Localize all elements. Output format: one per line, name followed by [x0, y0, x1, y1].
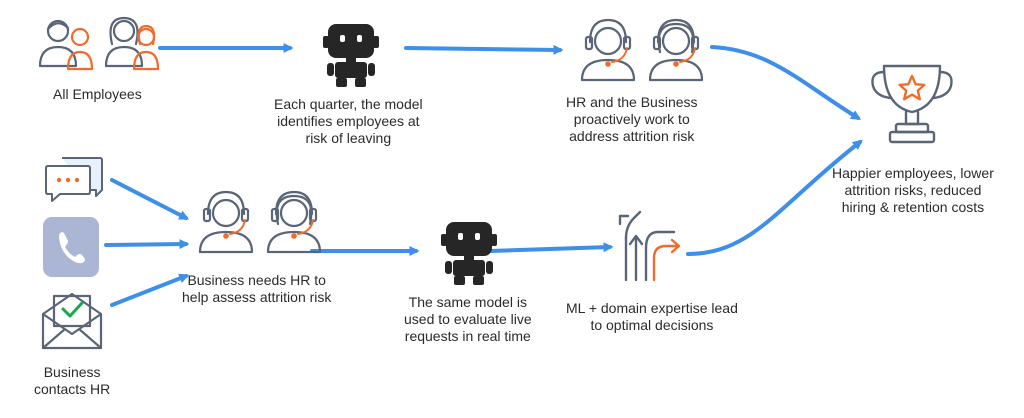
outcome-label: Happier employees, lower attrition risks… — [832, 165, 994, 216]
label-line: Business needs HR to — [187, 272, 326, 288]
hr-business-bottom-label: Business needs HR to help assess attriti… — [182, 272, 331, 306]
envelope-check-icon — [41, 292, 103, 350]
headset-agents-icon — [580, 18, 704, 82]
label-line: used to evaluate live — [404, 311, 532, 327]
label-line: Happier employees, lower — [832, 165, 994, 181]
robot-icon — [323, 24, 379, 87]
business-contacts-hr-label: Business contacts HR — [34, 364, 110, 398]
arrow-email-to-hr — [110, 273, 190, 307]
phone-icon — [43, 217, 99, 277]
arrow-chat-to-hr — [110, 178, 190, 220]
all-employees-label: All Employees — [53, 86, 142, 103]
robot-icon — [441, 222, 497, 285]
chat-bubbles-icon — [45, 157, 103, 202]
arrow-phone-to-hr — [104, 239, 190, 250]
trophy-icon — [871, 64, 953, 144]
arrow-model-to-decisions — [488, 242, 614, 253]
label-line: All Employees — [53, 86, 142, 102]
arrow-decisions-to-outcome — [686, 139, 863, 256]
employees-icon — [38, 16, 160, 71]
label-line: to optimal decisions — [590, 317, 714, 333]
hr-business-top-label: HR and the Business proactively work to … — [566, 94, 698, 145]
label-line: requests in real time — [404, 328, 531, 344]
label-line: The same model is — [408, 294, 527, 310]
label-line: Each quarter, the model — [274, 96, 423, 112]
model-realtime-label: The same model is used to evaluate live … — [404, 294, 532, 345]
model-quarterly-label: Each quarter, the model identifies emplo… — [274, 96, 423, 147]
label-line: help assess attrition risk — [182, 289, 332, 305]
decision-arrows-icon — [618, 210, 681, 282]
label-line: HR and the Business — [566, 94, 698, 110]
label-line: proactively work to — [573, 111, 690, 127]
label-line: contacts HR — [34, 381, 111, 397]
label-line: identifies employees at — [277, 113, 420, 129]
label-line: address attrition risk — [569, 128, 695, 144]
label-line: risk of leaving — [305, 130, 392, 146]
label-line: attrition risks, reduced — [844, 182, 982, 198]
decisions-label: ML + domain expertise lead to optimal de… — [566, 300, 738, 334]
arrow-hr-to-outcome — [710, 45, 861, 120]
label-line: Business — [43, 364, 101, 380]
headset-agents-icon — [198, 190, 322, 254]
label-line: ML + domain expertise lead — [566, 300, 738, 316]
arrow-model-to-hr — [404, 44, 564, 55]
label-line: hiring & retention costs — [841, 199, 985, 215]
